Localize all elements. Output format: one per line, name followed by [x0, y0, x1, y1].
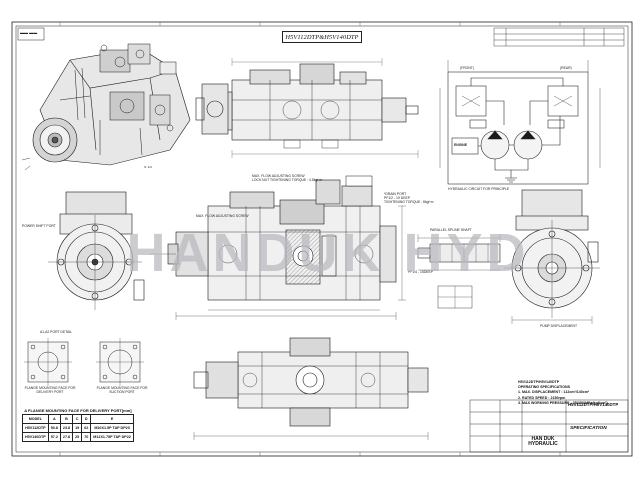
col-header: E	[90, 414, 134, 424]
label-flange-delivery: FLANGE MOUNTING FACE FOR DELIVERY PORT	[24, 386, 76, 394]
callout-2: LOCK NUT TIGHTENING TORQUE : 4.5kgf·m	[252, 178, 323, 182]
callout-9: PF1/4 - 15DEEP	[408, 270, 434, 274]
operating-specifications: H5V112DTP/H5V140DTP OPERATING SPECIFICAT…	[518, 380, 618, 406]
flange-table-caption: A FLANGE MOUNTING FACE FOR DELIVERY PORT…	[24, 408, 132, 413]
pump-isometric-view: S: 1/4	[21, 43, 191, 171]
label-port-detail: A1,A2 PORT DETAIL	[40, 330, 73, 334]
callout-8: MAX. FLOW ADJUSTING SCREW	[196, 214, 249, 218]
title-block-doc-type: SPECIFICATION	[570, 426, 607, 431]
pump-bottom-view	[193, 337, 429, 440]
table-cell: 19	[72, 423, 83, 433]
pump-top-view	[213, 58, 419, 158]
label-rear: (REAR)	[560, 66, 572, 70]
svg-text:S: 1/4: S: 1/4	[144, 165, 152, 169]
table-cell: 62	[81, 423, 92, 433]
table-cell: 50.8	[47, 423, 61, 433]
stamp-box	[17, 27, 45, 41]
shaft-detail	[417, 234, 501, 309]
title-block-name: H5V112DTP/H5V140DTP	[568, 402, 619, 407]
drawing-title-box: H5V112DTP&H5V140DTP	[282, 31, 362, 43]
callout-7: POWER SHIFT PORT	[22, 224, 56, 228]
revision-block	[493, 27, 625, 47]
flange-mounting-faces	[24, 338, 144, 386]
label-hydraulic-circuit: HYDRAULIC CIRCUIT FOR PRINCIPLE	[448, 187, 510, 191]
table-cell: M12X1.75P TAP DP22	[90, 432, 134, 442]
spec-item: 3. MAX WORKING PRESSURE : 35(350)MPa(kgf…	[518, 400, 608, 405]
label-engine: ENGINE	[454, 143, 467, 147]
label-front: (FRONT)	[460, 66, 474, 70]
table-cell: 27.8	[59, 432, 74, 442]
pump-left-side-view	[195, 83, 229, 135]
table-cell: 25	[72, 432, 83, 442]
callout-4: PF1/2 - 19 DEEP	[384, 196, 411, 200]
table-cell: M10X1.5P TAP DP20	[90, 423, 134, 433]
table-row: H5V140DTP 57.2 27.8 25 70 M12X1.75P TAP …	[22, 432, 134, 442]
table-cell: H5V112DTP	[22, 423, 49, 433]
spec-heading: H5V112DTP/H5V140DTP	[518, 380, 560, 384]
pump-front-end-view	[48, 191, 145, 310]
col-header: MODEL	[22, 414, 49, 424]
pump-rear-end-view	[504, 189, 600, 324]
flange-table-header: MODEL A B C D E	[22, 414, 134, 424]
title-block-company: HAN DUK HYDRAULIC	[528, 436, 558, 447]
flange-dimension-table: A FLANGE MOUNTING FACE FOR DELIVERY PORT…	[22, 408, 134, 442]
sheet-border-outer	[11, 21, 633, 457]
callout-10: PUMP DISPLACEMENT	[540, 324, 578, 328]
callout-5: TIGHTENING TORQUE : 8kgf·m	[384, 200, 434, 204]
sheet-border-inner	[15, 25, 629, 453]
col-header: A	[47, 414, 61, 424]
table-cell: H5V140DTP	[22, 432, 49, 442]
spec-item: 1. MAX. DISPLACEMENT : 112cm³/140cm³	[518, 390, 590, 395]
label-flange-suction: FLANGE MOUNTING FACE FOR SUCTION PORT	[96, 386, 148, 394]
pump-side-elevation-view	[150, 175, 406, 320]
table-row: H5V112DTP 50.8 23.8 19 62 M10X1.5P TAP D…	[22, 423, 134, 433]
callout-3: *DRAIN PORT	[384, 192, 407, 196]
callout-6: PARALLEL SPLINE SHAFT	[430, 228, 472, 232]
col-header: C	[72, 414, 83, 424]
company-logo-top: ▬▬ ▬▬	[20, 30, 38, 35]
spec-item: 2. RATED SPEED : 2150rpm	[518, 395, 566, 400]
spec-subheading: OPERATING SPECIFICATIONS	[518, 385, 570, 390]
table-cell: 23.8	[59, 423, 74, 433]
title-block-frame	[469, 399, 629, 453]
drawing-title: H5V112DTP&H5V140DTP	[285, 33, 359, 41]
table-cell: 70	[81, 432, 92, 442]
table-cell: 57.2	[47, 432, 61, 442]
col-header: B	[59, 414, 74, 424]
hydraulic-circuit-diagram	[439, 60, 601, 185]
callout-1: MAX. FLOW ADJUSTING SCREW	[252, 174, 305, 178]
col-header: D	[81, 414, 92, 424]
